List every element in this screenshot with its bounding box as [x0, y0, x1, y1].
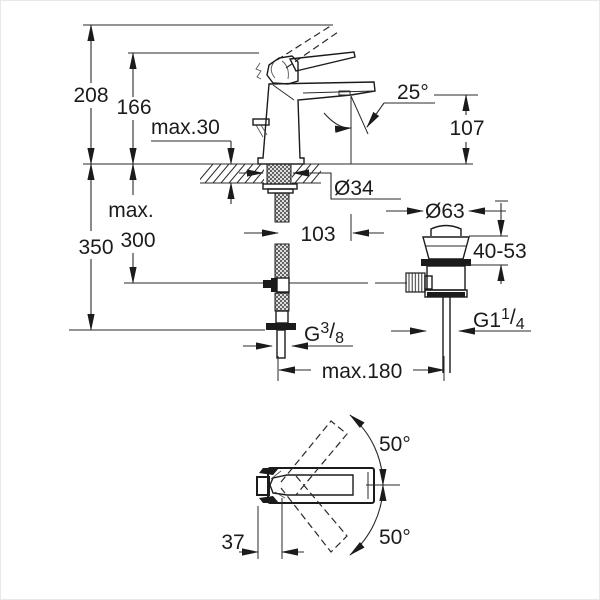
aerator [338, 90, 351, 96]
dim-label-hole-diameter: Ø34 [334, 177, 374, 200]
waste-cap [430, 224, 462, 236]
handle-lever [255, 51, 356, 85]
dim-label-spout-height: 107 [449, 117, 484, 140]
stream-tilted-line [350, 95, 369, 135]
handle-nose-cap [256, 476, 270, 496]
dim-label-rod-reach: max.180 [322, 360, 403, 383]
spout-angle-callout: 25° [323, 81, 435, 164]
dim-hose-lengths-350-300: max. 350 300 [69, 163, 265, 331]
thread-label-waste: G11/4 [473, 306, 525, 333]
dim-label-swing-lower: 50° [379, 526, 411, 549]
dim-label-swing-upper: 50° [379, 433, 411, 456]
swing-arc-upper [349, 414, 387, 486]
supply-hose-upper [274, 192, 290, 223]
dim-label-overall-height: 208 [73, 84, 108, 107]
dim-body-height-166: 166 [116, 52, 259, 165]
hose-nut-g38 [266, 323, 296, 330]
dim-label-body-height: 166 [116, 96, 151, 119]
thread-label-supply: G3/8 [304, 320, 344, 347]
waste-seal-ring [421, 259, 471, 266]
dim-hole-diameter-o34: Ø34 [239, 169, 401, 200]
handle-swing-up-dashed [280, 420, 348, 496]
pop-up-waste-assembly [405, 224, 471, 373]
dim-overall-height-208: 208 [73, 24, 333, 165]
dim-label-hose-max-prefix: max. [108, 199, 154, 222]
dim-label-hose-350: 350 [78, 236, 113, 259]
dim-label-hose-300: 300 [120, 229, 155, 252]
waste-locknut [427, 292, 465, 297]
handle-lever-top [269, 474, 354, 496]
rod-coupler-knob [405, 272, 426, 293]
top-view-handle-swing: 50° 50° 37 [221, 414, 411, 559]
thread-waste-g114: G11/4 [391, 306, 531, 335]
dim-spout-height-107: 107 [434, 94, 485, 165]
dim-label-spout-angle: 25° [397, 81, 429, 104]
dim-waste-flange-o63: Ø63 [386, 200, 506, 223]
supply-hose-mid [274, 243, 290, 279]
dim-rod-reach-max180: max.180 [277, 356, 445, 383]
waste-flange [422, 236, 470, 260]
dim-label-basin-thickness: 40-53 [473, 240, 527, 263]
dim-label-spout-projection: 103 [300, 223, 335, 246]
faucet-body [252, 81, 376, 165]
dim-spout-projection-103: 103 [244, 214, 384, 246]
deck-hatching-left [200, 164, 264, 183]
dim-label-handle-offset: 37 [221, 531, 244, 554]
dim-label-waste-flange: Ø63 [425, 200, 465, 223]
rod-elbow-fitting [263, 280, 271, 288]
hose-end-tube [276, 329, 286, 359]
dim-deck-thickness-max30: max.30 [151, 116, 235, 204]
dim-label-deck-thickness: max.30 [151, 116, 220, 139]
dim-handle-offset-37: 37 [221, 498, 304, 559]
dim-basin-thickness-40-53: 40-53 [465, 200, 527, 284]
thread-supply-g38: G3/8 [243, 320, 353, 350]
handle-swing-down-dashed [280, 475, 348, 553]
supply-hose-lower [274, 292, 290, 312]
waste-body [426, 265, 466, 291]
handle-raised-dashed [276, 24, 339, 69]
swing-arc-lower [349, 484, 387, 556]
mounting-shank-and-hose [262, 163, 298, 359]
side-view-faucet [252, 24, 376, 359]
